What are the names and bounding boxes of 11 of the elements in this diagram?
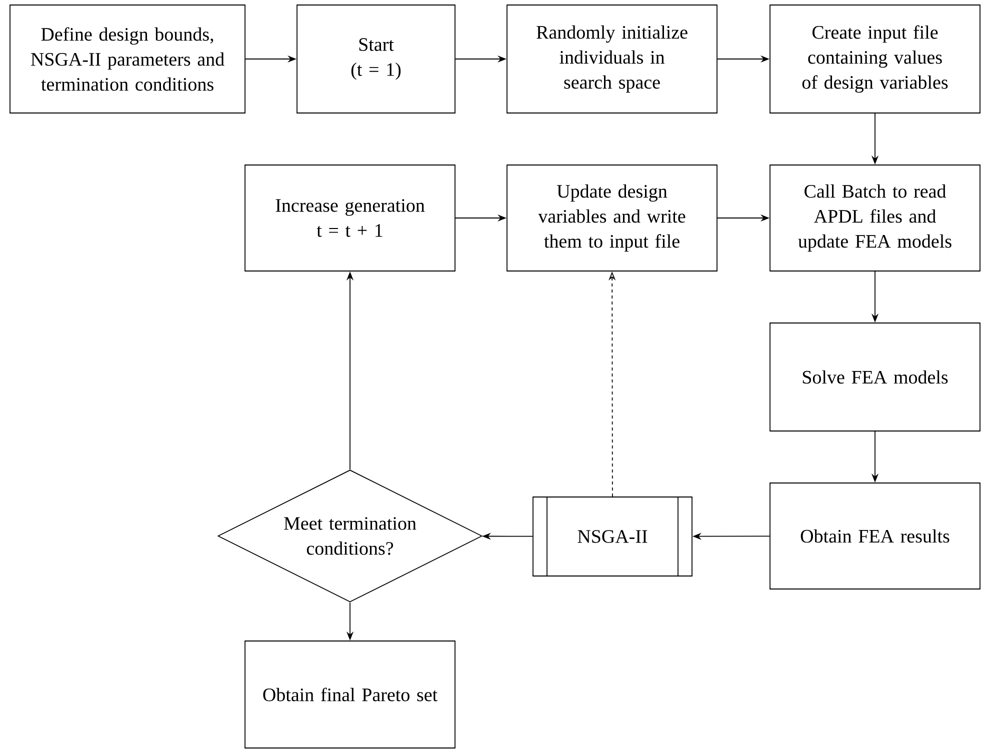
process-box: Update design variables and write them to input file — [506, 164, 718, 272]
predefined-process-box: NSGA-II — [532, 496, 692, 576]
process-box: Obtain final Pareto set — [244, 640, 456, 748]
process-box: Solve FEA models — [770, 322, 980, 432]
process-box: Call Batch to read APDL files and update FEA models — [770, 164, 980, 272]
process-box: Create input file containing values of design variables — [770, 4, 980, 114]
process-box: Start (t = 1) — [296, 4, 456, 114]
process-box: Obtain FEA results — [770, 482, 980, 590]
process-box: Define design bounds, NSGA-II parameters and termination conditions — [10, 4, 246, 114]
process-box: Randomly initialize individuals in search space — [506, 4, 718, 114]
process-box: Increase generation t = t + 1 — [244, 164, 456, 272]
